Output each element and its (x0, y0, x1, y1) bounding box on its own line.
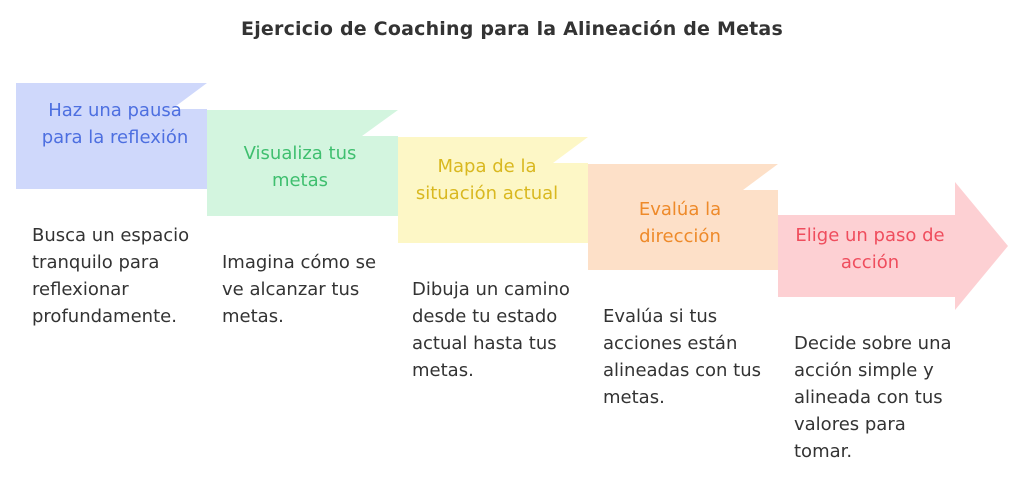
step-5-arrow-shape (778, 182, 1008, 310)
diagram-title: Ejercicio de Coaching para la Alineación… (241, 18, 783, 40)
step-4-label: Evalúa la dirección (638, 199, 722, 247)
step-1-tape-shape (16, 83, 207, 189)
step-4-description: Evalúa si tus acciones están alineadas c… (603, 306, 761, 408)
step-4-tape-shape (588, 164, 778, 270)
step-3-tape-shape (398, 137, 588, 243)
step-5-label: Elige un paso de acción (795, 225, 945, 273)
step-2-label: Visualiza tus metas (243, 143, 357, 191)
step-1-label: Haz una pausa para la reflexión (41, 100, 189, 148)
step-5-description: Decide sobre una acción simple y alinead… (794, 333, 952, 462)
step-2-description: Imagina cómo se ve alcanzar tus metas. (222, 252, 377, 327)
step-3-description: Dibuja un camino desde tu estado actual … (412, 279, 570, 381)
step-1-description: Busca un espacio tranquilo para reflexio… (32, 225, 190, 327)
step-3-label: Mapa de la situación actual (415, 156, 559, 204)
step-2-tape-shape (207, 110, 398, 216)
